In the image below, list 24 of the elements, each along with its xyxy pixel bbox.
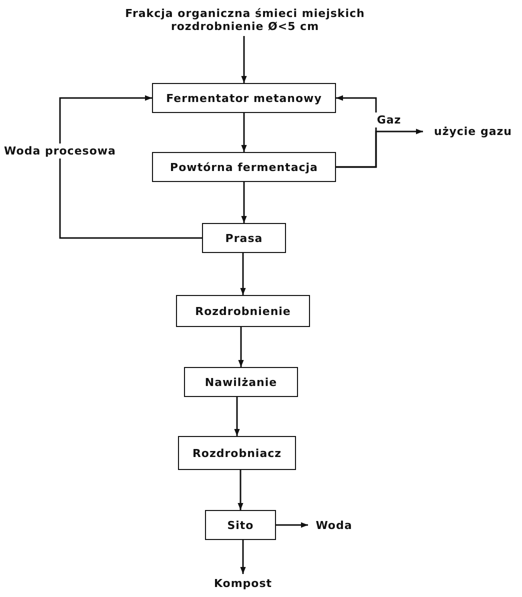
process-box: Rozdrobniacz [178, 436, 296, 470]
flow-text: Frakcja organiczna śmieci miejskich rozdrobnienie Ø<5 cm [124, 7, 366, 33]
arrow [336, 128, 423, 168]
process-box: Sito [205, 510, 276, 540]
edge-label: Woda procesowa [2, 144, 118, 158]
process-box: Powtórna fermentacja [152, 152, 336, 182]
process-box: Rozdrobnienie [176, 295, 310, 327]
flow-text: użycie gazu [434, 125, 512, 138]
arrow [238, 327, 244, 367]
process-box: Nawilżanie [184, 367, 298, 397]
arrow [241, 36, 247, 83]
edge-label: Gaz [374, 112, 404, 128]
arrow [241, 113, 247, 152]
process-box: Fermentator metanowy [152, 83, 336, 113]
arrow [276, 522, 308, 528]
flow-text: Kompost [214, 576, 272, 590]
arrow [240, 540, 246, 574]
process-box: Prasa [202, 223, 286, 253]
arrow [59, 95, 202, 239]
arrow [238, 470, 244, 510]
arrow [240, 253, 246, 295]
arrow [241, 182, 247, 223]
flow-text: Woda [316, 518, 352, 532]
arrow [234, 397, 240, 436]
